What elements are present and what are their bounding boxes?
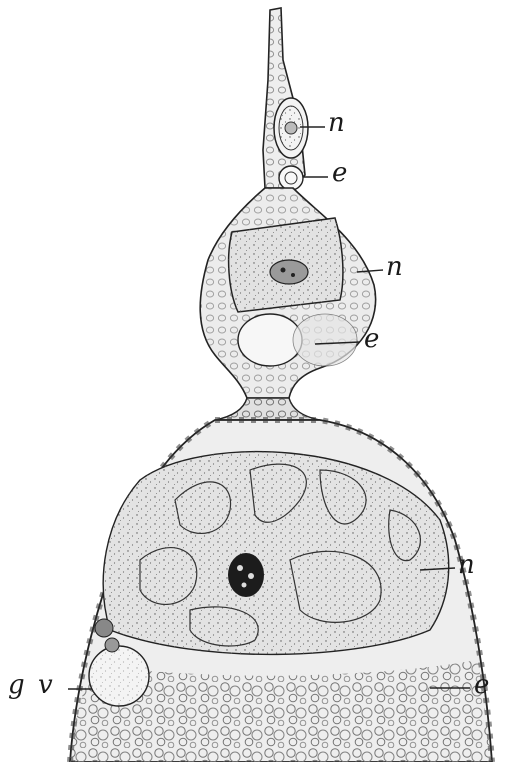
- label-g: g: [8, 672, 25, 698]
- label-v: v: [38, 672, 53, 698]
- neck: [215, 398, 320, 420]
- lower-chamber: [70, 420, 492, 762]
- label-middle-e: e: [364, 326, 379, 352]
- label-lower-e: e: [474, 672, 489, 698]
- label-middle-n: n: [386, 254, 403, 280]
- label-upper-n: n: [328, 110, 345, 136]
- upper-stalk: [263, 8, 305, 188]
- label-lower-n: n: [458, 552, 475, 578]
- upper-chamber: [274, 98, 308, 190]
- label-upper-e: e: [332, 160, 347, 186]
- middle-chamber: [200, 188, 375, 398]
